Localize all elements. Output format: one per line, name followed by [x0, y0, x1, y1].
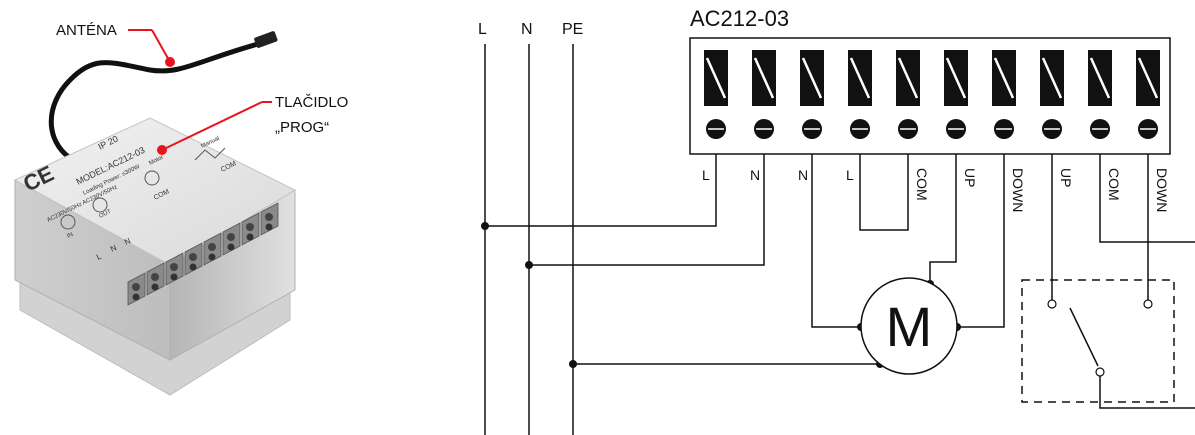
photo-terminal-block — [203, 232, 222, 266]
terminal-1: L — [702, 50, 728, 183]
photo-terminal-block — [165, 252, 184, 286]
wiring — [485, 154, 1195, 409]
prog-label-line1: TLAČIDLO — [275, 94, 348, 111]
photo-terminal-block — [184, 242, 203, 276]
device-in: IN — [66, 232, 74, 240]
device-photo: CE IP 20 MODEL:AC212-03 Loading Power: ≤… — [13, 22, 348, 396]
wire-n2-motor — [811, 154, 861, 328]
terminal-6: UP — [944, 50, 978, 187]
terminal-4: L — [846, 50, 872, 183]
terminal-label-10: DOWN — [1154, 168, 1170, 212]
device-symbol-out — [92, 197, 108, 213]
wire-l2-com — [859, 154, 909, 231]
switch-contact-down — [1143, 299, 1153, 309]
device-symbol-switch — [194, 147, 226, 161]
bus-label-n: N — [521, 21, 533, 38]
switch-contact-com — [1095, 367, 1105, 377]
terminal-clamp-slash — [801, 57, 823, 99]
terminal-label-9: COM — [1106, 168, 1122, 201]
wire-switch-out — [1099, 372, 1195, 409]
terminal-label-2: N — [750, 167, 760, 183]
wiring-diagram: L N PE AC212-03 L N N L COM UP DOWN UP COM DOWN — [478, 6, 1195, 435]
bus-label-pe: PE — [562, 21, 583, 38]
controller-title: AC212-03 — [690, 6, 789, 31]
device-symbol-in — [60, 214, 76, 230]
device-terminals — [127, 202, 279, 306]
wire-down-motor — [957, 154, 1005, 328]
terminal-clamp-slash — [705, 57, 727, 99]
terminal-label-7: DOWN — [1010, 168, 1026, 212]
photo-terminal-block — [241, 212, 260, 246]
controller-terminals: L N N L COM UP DOWN UP COM DOWN — [702, 50, 1170, 212]
wire-com2-out — [1099, 154, 1195, 243]
junction-l — [481, 222, 489, 230]
device-n-mark-2: N — [123, 236, 132, 247]
terminal-2: N — [750, 50, 776, 183]
terminal-clamp-slash — [1041, 57, 1063, 99]
terminal-3: N — [798, 50, 824, 183]
terminal-clamp-slash — [993, 57, 1015, 99]
junction-pe — [569, 360, 577, 368]
prog-callout-line — [161, 101, 263, 151]
device-l-mark: L — [95, 252, 103, 262]
photo-terminal-block — [260, 202, 279, 236]
device-top-face — [13, 117, 297, 266]
terminal-label-8: UP — [1058, 168, 1074, 187]
antenna-cable — [48, 41, 261, 161]
wire-l-terminal — [485, 154, 717, 227]
motor-label: M — [886, 295, 933, 358]
device-symbol-motor — [144, 170, 160, 186]
bus-label-l: L — [478, 21, 487, 38]
switch-contact-up — [1047, 299, 1057, 309]
photo-terminal-block — [146, 262, 165, 296]
prog-label-line2: „PROG“ — [275, 119, 329, 136]
antenna-callout-dot — [165, 57, 175, 67]
terminal-clamp-slash — [849, 57, 871, 99]
terminal-clamp-slash — [897, 57, 919, 99]
terminal-5: COM — [896, 50, 930, 201]
prog-callout-dot — [157, 145, 167, 155]
terminal-8: UP — [1040, 50, 1074, 187]
terminal-label-3: N — [798, 167, 808, 183]
terminal-clamp-slash — [1137, 57, 1159, 99]
terminal-label-1: L — [702, 167, 710, 183]
photo-terminal-block — [127, 272, 146, 306]
device-out: OUT — [98, 209, 112, 220]
terminal-label-4: L — [846, 167, 854, 183]
terminal-10: DOWN — [1136, 50, 1170, 212]
terminal-clamp-slash — [753, 57, 775, 99]
terminal-9: COM — [1088, 50, 1122, 201]
wire-n-terminal — [529, 154, 765, 266]
terminal-label-5: COM — [914, 168, 930, 201]
terminal-clamp-slash — [1089, 57, 1111, 99]
junction-n — [525, 261, 533, 269]
antenna-callout-line — [151, 29, 171, 63]
wire-up-motor — [929, 154, 957, 284]
switch-lever — [1069, 307, 1099, 367]
terminal-7: DOWN — [992, 50, 1026, 212]
terminal-clamp-slash — [945, 57, 967, 99]
manual-switch-box — [1021, 279, 1175, 403]
antenna-label: ANTÉNA — [56, 22, 117, 39]
antenna-tip — [254, 31, 278, 48]
terminal-label-6: UP — [962, 168, 978, 187]
photo-terminal-block — [222, 222, 241, 256]
motor-symbol — [860, 277, 958, 375]
device-n-mark-1: N — [109, 243, 118, 254]
